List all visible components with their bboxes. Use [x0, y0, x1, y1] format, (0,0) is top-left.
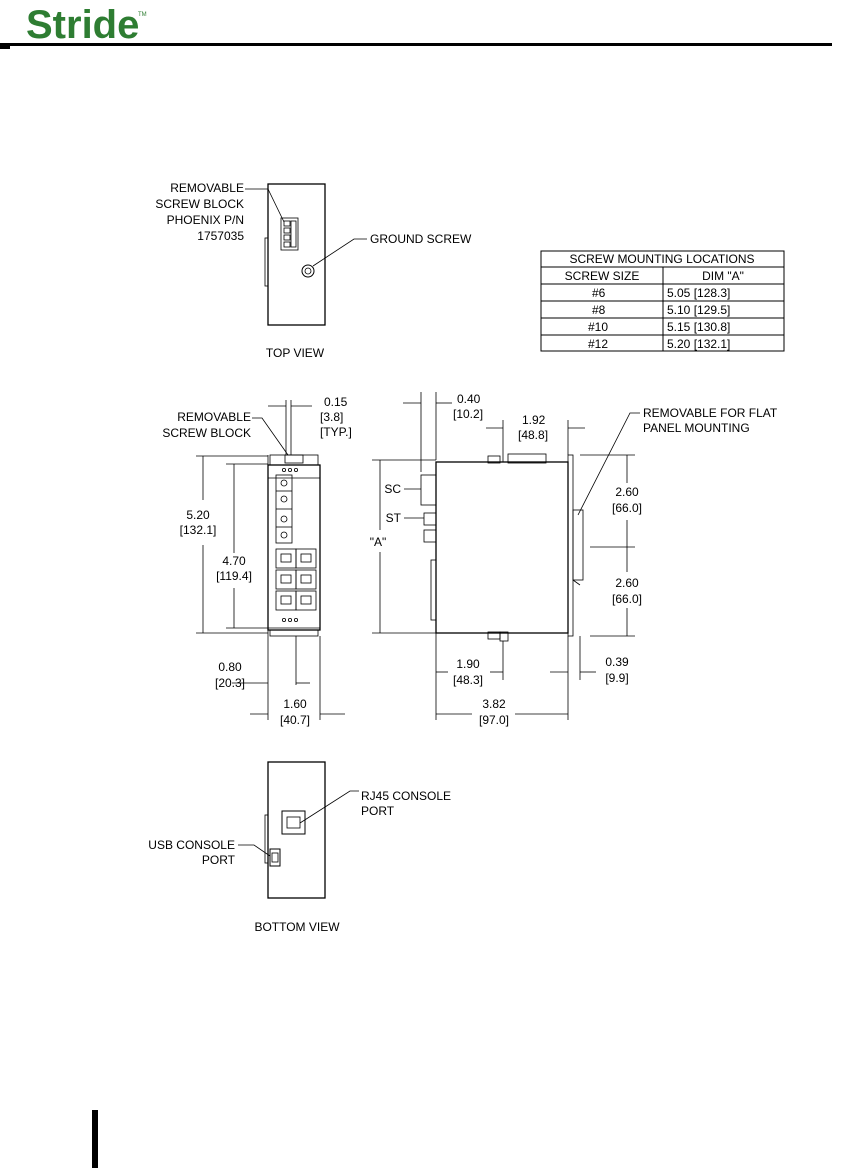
callout-removable-3: PHOENIX P/N	[167, 213, 244, 227]
screw-block-icon	[280, 217, 299, 251]
bottom-view-body	[267, 761, 326, 899]
front-removable-2: SCREW BLOCK	[162, 426, 251, 440]
screw-block-side	[507, 453, 547, 464]
table-cell: 5.05 [128.3]	[667, 286, 730, 300]
dim-015-mm: [3.8]	[320, 410, 343, 424]
callout-removable-1: REMOVABLE	[170, 181, 244, 195]
dim-192-in: 1.92	[522, 413, 546, 427]
dim-160-mm: [40.7]	[280, 713, 310, 727]
dim-080-mm: [20.3]	[215, 676, 245, 690]
table-header-screw-size: SCREW SIZE	[565, 269, 640, 283]
side-view: SC ST 0.40 [10.2] 1.92 [48.8] REMOVABLE …	[370, 392, 778, 727]
top-view: REMOVABLE SCREW BLOCK PHOENIX P/N 175703…	[155, 181, 472, 360]
dim-040-in: 0.40	[457, 392, 481, 406]
dim-015-typ: [TYP.]	[320, 425, 352, 439]
logo: Stride	[26, 3, 139, 47]
usb-console-port-icon	[269, 848, 281, 867]
dim-015-in: 0.15	[324, 395, 348, 409]
dim-192-mm: [48.8]	[518, 428, 548, 442]
flat-panel-1: REMOVABLE FOR FLAT	[643, 406, 778, 420]
logo-trademark: TM	[138, 12, 147, 18]
bottom-view-title: BOTTOM VIEW	[254, 920, 340, 934]
dim-a-label: "A"	[370, 535, 387, 549]
table-cell: #8	[592, 303, 606, 317]
sc-connector-icon	[420, 474, 437, 506]
header-rule-marker	[0, 43, 10, 49]
table-cell: #6	[592, 286, 606, 300]
rj45-label-1: RJ45 CONSOLE	[361, 789, 451, 803]
rj45-port-icons	[275, 548, 317, 611]
header-rule	[10, 43, 832, 46]
dim-470-in: 4.70	[222, 554, 246, 568]
dim-260-top-mm: [66.0]	[612, 501, 642, 515]
ground-screw-icon	[301, 264, 315, 278]
st-connector-icon	[423, 512, 437, 526]
dim-040-mm: [10.2]	[453, 407, 483, 421]
dim-520-mm: [132.1]	[180, 523, 217, 537]
dim-382-in: 3.82	[482, 697, 506, 711]
table-cell: 5.15 [130.8]	[667, 320, 730, 334]
usb-label-1: USB CONSOLE	[148, 838, 235, 852]
front-view: 0.15 [3.8] [TYP.] REMOVABLE SCREW BLOCK …	[162, 395, 351, 727]
side-view-body	[435, 461, 569, 634]
top-view-body	[267, 183, 326, 326]
dim-470-mm: [119.4]	[216, 569, 252, 583]
top-view-title: TOP VIEW	[266, 346, 325, 360]
table-cell: #12	[588, 337, 608, 351]
table-cell: #10	[588, 320, 608, 334]
table-title: SCREW MOUNTING LOCATIONS	[569, 252, 754, 266]
usb-label-2: PORT	[202, 853, 236, 867]
bottom-view: RJ45 CONSOLE PORT USB CONSOLE PORT BOTTO…	[148, 761, 451, 934]
sc-label: SC	[384, 482, 401, 496]
dim-260-bot-in: 2.60	[615, 576, 639, 590]
rj45-label-2: PORT	[361, 804, 395, 818]
callout-removable-2: SCREW BLOCK	[155, 197, 244, 211]
top-view-side-tab	[264, 237, 269, 287]
dim-190-mm: [48.3]	[453, 673, 483, 687]
header: Stride TM	[0, 3, 832, 49]
dim-190-in: 1.90	[456, 657, 480, 671]
st-label: ST	[386, 511, 402, 525]
table-header-dim-a: DIM "A"	[702, 269, 744, 283]
front-view-body	[267, 464, 321, 631]
rj45-console-port-icon	[281, 810, 306, 835]
din-rail-clip	[567, 454, 574, 637]
dim-039-mm: [9.9]	[605, 671, 628, 685]
screw-mounting-table: SCREW MOUNTING LOCATIONS SCREW SIZE DIM …	[540, 250, 785, 352]
footer-bar	[92, 1110, 98, 1168]
dim-520-in: 5.20	[186, 508, 210, 522]
front-removable-1: REMOVABLE	[177, 410, 251, 424]
flat-panel-2: PANEL MOUNTING	[643, 421, 750, 435]
ground-screw-label: GROUND SCREW	[370, 232, 472, 246]
table-cell: 5.20 [132.1]	[667, 337, 730, 351]
table-cell: 5.10 [129.5]	[667, 303, 730, 317]
dim-382-mm: [97.0]	[479, 713, 509, 727]
callout-removable-4: 1757035	[197, 229, 244, 243]
dim-039-in: 0.39	[605, 655, 629, 669]
dim-160-in: 1.60	[283, 697, 307, 711]
dim-080-in: 0.80	[218, 660, 242, 674]
dim-260-bot-mm: [66.0]	[612, 592, 642, 606]
dim-260-top-in: 2.60	[615, 485, 639, 499]
